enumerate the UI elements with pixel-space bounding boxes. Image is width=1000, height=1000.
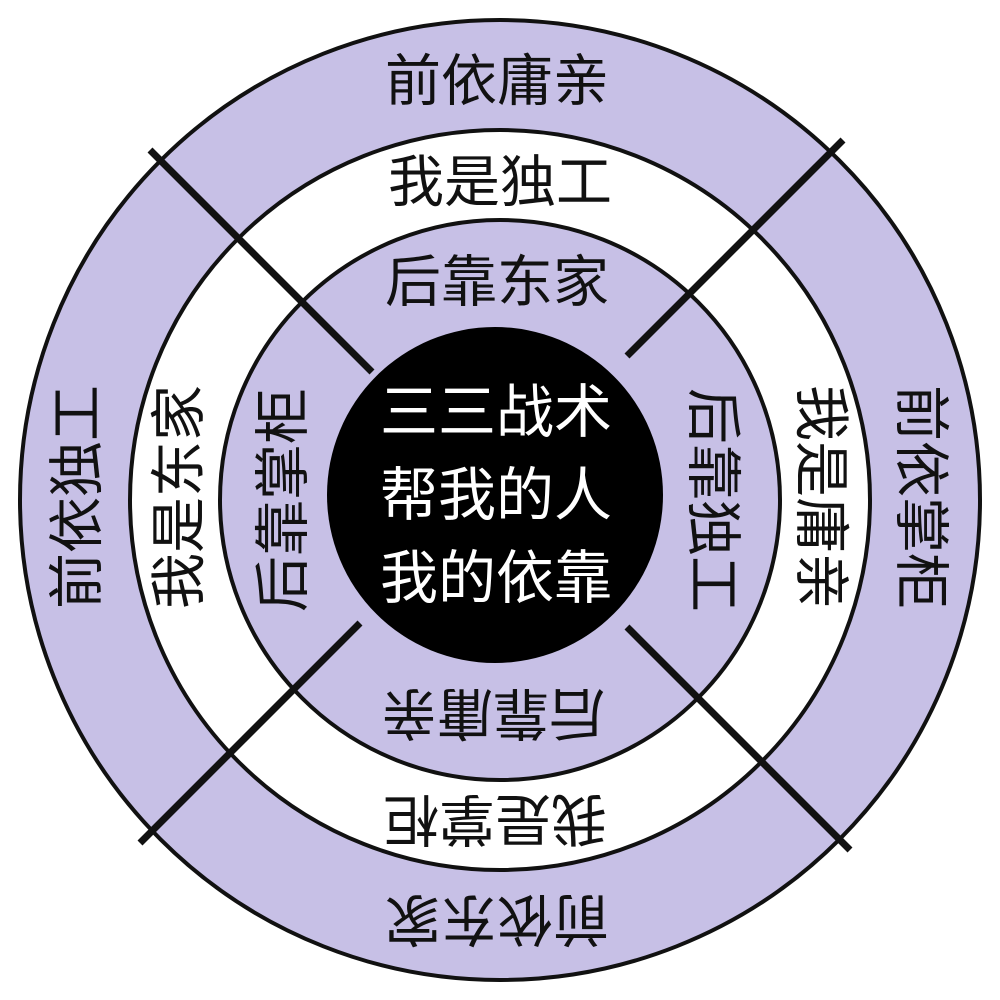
inner-label-bottom: 后靠庸亲 [381,680,605,745]
inner-ring-labels: 后靠东家 后靠独工 后靠庸亲 后靠掌柜 [252,251,745,745]
middle-ring-labels: 我是独工 我是庸亲 我是掌柜 我是东家 [148,151,853,851]
middle-label-left: 我是东家 [148,385,213,609]
center-line-3: 我的依靠 [380,544,612,612]
outer-label-top: 前依庸亲 [385,50,609,115]
divider-lines [137,137,853,853]
center-circle [327,327,663,663]
outer-ring-labels: 前依庸亲 前依掌柜 前依东家 前依独工 [46,50,953,951]
outer-label-bottom: 前依东家 [385,886,609,951]
center-text: 三三战术 帮我的人 我的依靠 [380,378,612,612]
inner-label-right: 后靠独工 [680,388,745,612]
center-line-1: 三三战术 [380,378,612,446]
divider-line-top-right [624,137,846,359]
divider-line-bottom-left [137,620,363,846]
middle-label-bottom: 我是掌柜 [383,786,607,851]
center-line-2: 帮我的人 [380,461,612,529]
outer-label-right: 前依掌柜 [888,385,953,609]
outer-label-left: 前依独工 [46,385,111,609]
inner-label-top: 后靠东家 [385,251,609,316]
divider-line-bottom-right [624,624,853,853]
inner-label-left: 后靠掌柜 [252,388,317,612]
middle-label-right: 我是庸亲 [788,385,853,609]
middle-label-top: 我是独工 [388,151,612,216]
divider-line-top-left [147,147,375,375]
